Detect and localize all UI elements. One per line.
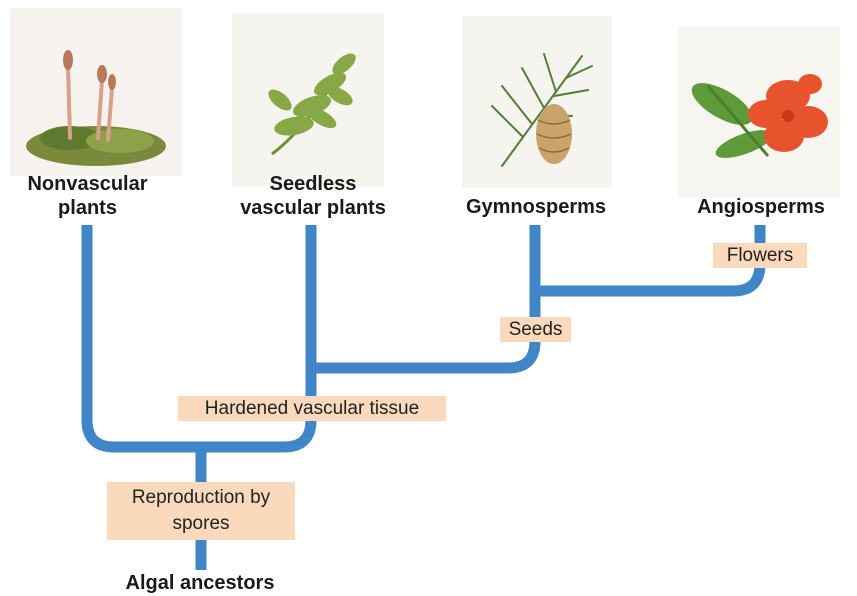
moss-icon bbox=[10, 8, 182, 176]
label-seedless-vascular-plants: Seedless vascular plants bbox=[220, 172, 406, 220]
fern-icon bbox=[232, 14, 384, 186]
flower-icon bbox=[678, 26, 840, 198]
trait-reproduction-by-spores: Reproduction by spores bbox=[107, 482, 295, 540]
label-angiosperms: Angiosperms bbox=[682, 195, 840, 219]
trait-spores-line2: spores bbox=[112, 511, 290, 537]
label-seedless-line2: vascular plants bbox=[220, 196, 406, 220]
label-seedless-line1: Seedless bbox=[220, 172, 406, 196]
trait-spores-line1: Reproduction by bbox=[112, 485, 290, 511]
label-gymnosperms: Gymnosperms bbox=[455, 195, 617, 219]
pine-cone-icon bbox=[462, 16, 612, 188]
label-nonvascular-plants: Nonvascular plants bbox=[0, 172, 175, 220]
trait-seeds: Seeds bbox=[500, 317, 571, 342]
label-nonvascular-line1: Nonvascular bbox=[0, 172, 175, 196]
label-algal-ancestors: Algal ancestors bbox=[100, 571, 300, 595]
label-nonvascular-line2: plants bbox=[0, 196, 175, 220]
trait-flowers: Flowers bbox=[713, 243, 807, 268]
trait-hardened-vascular-tissue: Hardened vascular tissue bbox=[178, 396, 446, 421]
